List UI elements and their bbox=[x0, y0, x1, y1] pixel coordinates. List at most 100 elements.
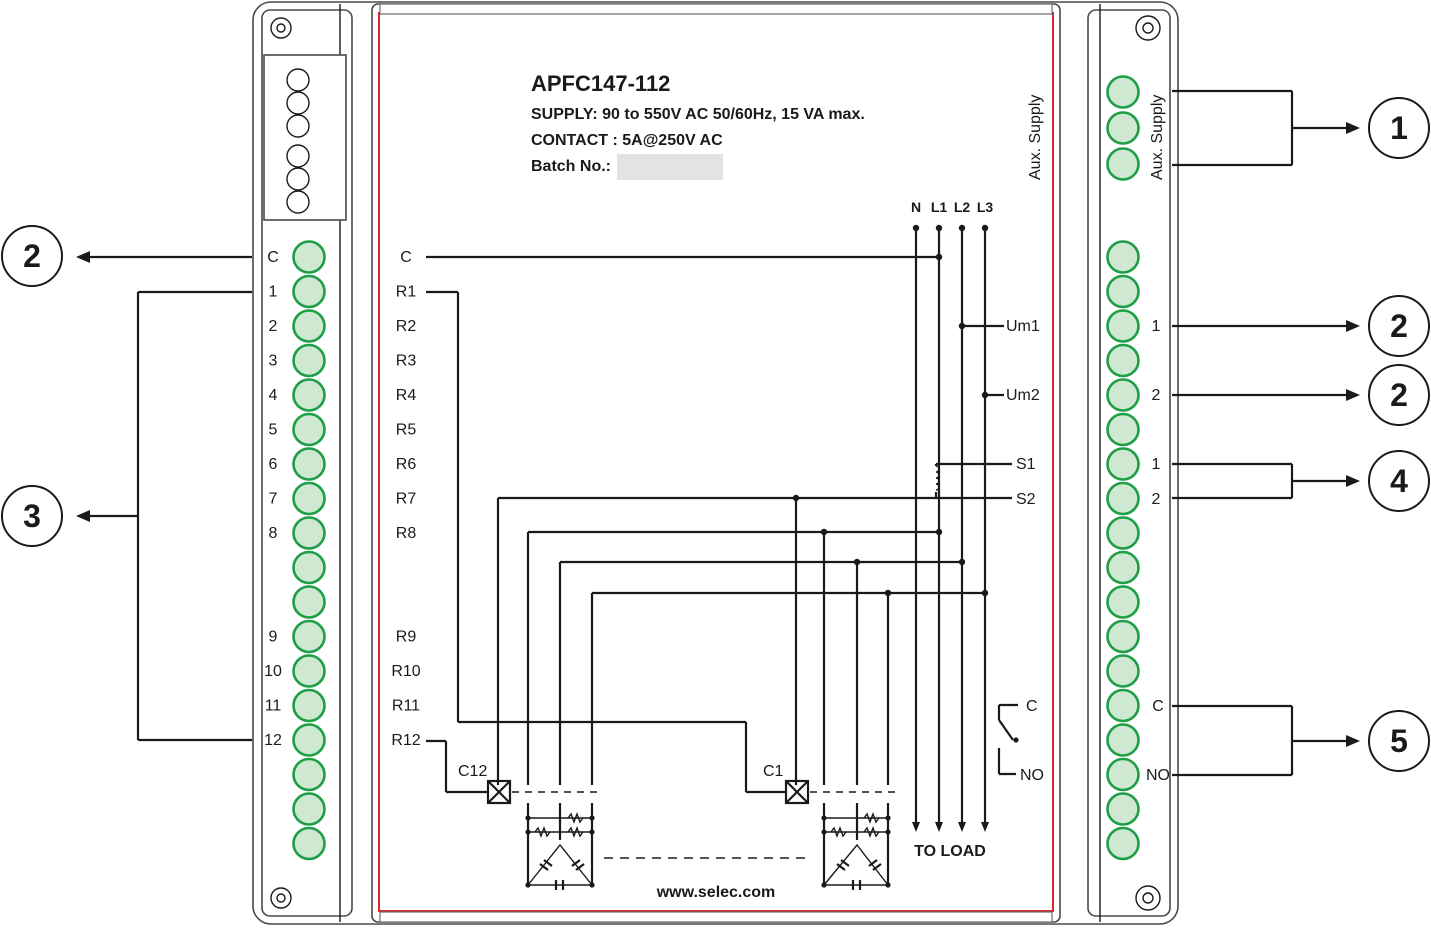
terminal-screw bbox=[292, 240, 326, 274]
callout-number: 3 bbox=[23, 498, 41, 534]
s1-label: S1 bbox=[1016, 456, 1036, 473]
terminal-screw bbox=[1106, 585, 1140, 619]
um2-label: Um2 bbox=[1006, 387, 1040, 404]
left-terminal-label: 4 bbox=[269, 387, 278, 404]
right-terminal-labels: 1 2 1 2 C NO bbox=[1146, 318, 1170, 784]
terminal-screw bbox=[292, 792, 326, 826]
left-terminal-label: 11 bbox=[265, 698, 282, 715]
callout-number: 4 bbox=[1390, 463, 1408, 499]
callout-number: 2 bbox=[23, 238, 41, 274]
terminal-screw bbox=[292, 585, 326, 619]
terminal-screw bbox=[292, 757, 326, 792]
terminal-screw bbox=[292, 619, 326, 654]
terminal-screw bbox=[1106, 343, 1140, 378]
left-terminal-label: 8 bbox=[269, 525, 278, 542]
relay-output-label: R6 bbox=[396, 456, 417, 473]
terminal-screw bbox=[292, 274, 326, 309]
batch-number-field bbox=[617, 154, 723, 180]
aux-supply-terminal bbox=[1106, 111, 1140, 145]
website: www.selec.com bbox=[656, 884, 776, 901]
s2-label: S2 bbox=[1016, 491, 1036, 508]
terminal-screw bbox=[1106, 619, 1140, 654]
terminal-screw bbox=[292, 343, 326, 378]
terminal-screw bbox=[1106, 757, 1140, 792]
terminal-screw bbox=[292, 654, 326, 688]
relay-output-label: R5 bbox=[396, 422, 417, 439]
aux-supply-terminal bbox=[1106, 147, 1140, 181]
callout-number: 2 bbox=[1390, 377, 1408, 413]
terminal-screw bbox=[1106, 826, 1140, 861]
terminal-screw bbox=[1106, 447, 1140, 481]
supply-spec: SUPPLY: 90 to 550V AC 50/60Hz, 15 VA max… bbox=[531, 106, 865, 123]
terminal-screw bbox=[292, 447, 326, 481]
left-terminal-label: 3 bbox=[269, 353, 278, 370]
left-terminal-label: 9 bbox=[269, 629, 278, 646]
terminal-screw bbox=[1106, 654, 1140, 688]
capacitor-bank-c1-label: C1 bbox=[763, 763, 784, 780]
left-terminal-label: 1 bbox=[269, 284, 278, 301]
terminal-screw bbox=[1106, 309, 1140, 343]
terminal-screw bbox=[1106, 481, 1140, 516]
terminal-screw bbox=[292, 378, 326, 412]
terminal-screw bbox=[1106, 274, 1140, 309]
callout-number: 1 bbox=[1390, 110, 1408, 146]
terminal-screw bbox=[292, 723, 326, 757]
left-terminal-label: 5 bbox=[269, 422, 278, 439]
left-terminal-label: 10 bbox=[264, 663, 282, 680]
left-terminal-label: 7 bbox=[269, 491, 278, 508]
terminal-screw bbox=[1106, 516, 1140, 550]
to-load-label: TO LOAD bbox=[914, 843, 986, 860]
terminal-screw bbox=[1106, 792, 1140, 826]
left-terminal-label: 6 bbox=[269, 456, 278, 473]
right-terminal-label: 1 bbox=[1152, 318, 1161, 335]
terminal-screw bbox=[292, 550, 326, 585]
line-label-l3: L3 bbox=[977, 199, 994, 215]
aux-supply-terminal bbox=[1106, 75, 1140, 109]
callout-number: 5 bbox=[1390, 723, 1408, 759]
terminal-screw bbox=[292, 826, 326, 861]
terminal-screw bbox=[1106, 412, 1140, 447]
um1-label: Um1 bbox=[1006, 318, 1040, 335]
relay-output-label: R4 bbox=[396, 387, 417, 404]
wiring bbox=[76, 89, 1360, 890]
capacitor-bank-c12-label: C12 bbox=[458, 763, 487, 780]
relay-output-label: R3 bbox=[396, 353, 417, 370]
line-label-l1: L1 bbox=[931, 199, 948, 215]
aux-supply-label-panel: Aux. Supply bbox=[1027, 95, 1044, 180]
terminal-screw bbox=[1106, 378, 1140, 412]
callout-number: 2 bbox=[1390, 308, 1408, 344]
terminal-screw bbox=[1106, 240, 1140, 274]
left-terminal-label: 2 bbox=[269, 318, 278, 335]
relay-output-label: C bbox=[400, 249, 412, 266]
line-labels: N L1 L2 L3 bbox=[911, 199, 993, 215]
batch-label: Batch No.: bbox=[531, 158, 611, 175]
line-label-l2: L2 bbox=[954, 199, 971, 215]
relay-output-label: R2 bbox=[396, 318, 417, 335]
right-terminal-label: 2 bbox=[1152, 491, 1161, 508]
terminal-screw bbox=[292, 688, 326, 723]
terminal-screw bbox=[292, 309, 326, 343]
right-terminal-label: 1 bbox=[1152, 456, 1161, 473]
left-terminal-block bbox=[292, 240, 326, 861]
relay-output-label: R11 bbox=[392, 698, 420, 715]
right-terminal-block bbox=[1106, 75, 1140, 861]
terminal-screw bbox=[1106, 550, 1140, 585]
relay-output-label: R12 bbox=[391, 732, 420, 749]
left-terminal-label: C bbox=[267, 249, 279, 266]
contact-c-label: C bbox=[1026, 698, 1038, 715]
terminal-screw bbox=[1106, 688, 1140, 723]
terminal-screw bbox=[1106, 723, 1140, 757]
line-label-n: N bbox=[911, 199, 921, 215]
terminal-screw bbox=[292, 481, 326, 516]
right-terminal-label: C bbox=[1152, 698, 1164, 715]
right-terminal-label: 2 bbox=[1152, 387, 1161, 404]
terminal-screw bbox=[292, 516, 326, 550]
left-terminal-label: 12 bbox=[264, 732, 282, 749]
terminal-screw bbox=[292, 412, 326, 447]
relay-output-label: R10 bbox=[391, 663, 420, 680]
contact-no-label: NO bbox=[1020, 767, 1044, 784]
relay-output-label: R9 bbox=[396, 629, 417, 646]
